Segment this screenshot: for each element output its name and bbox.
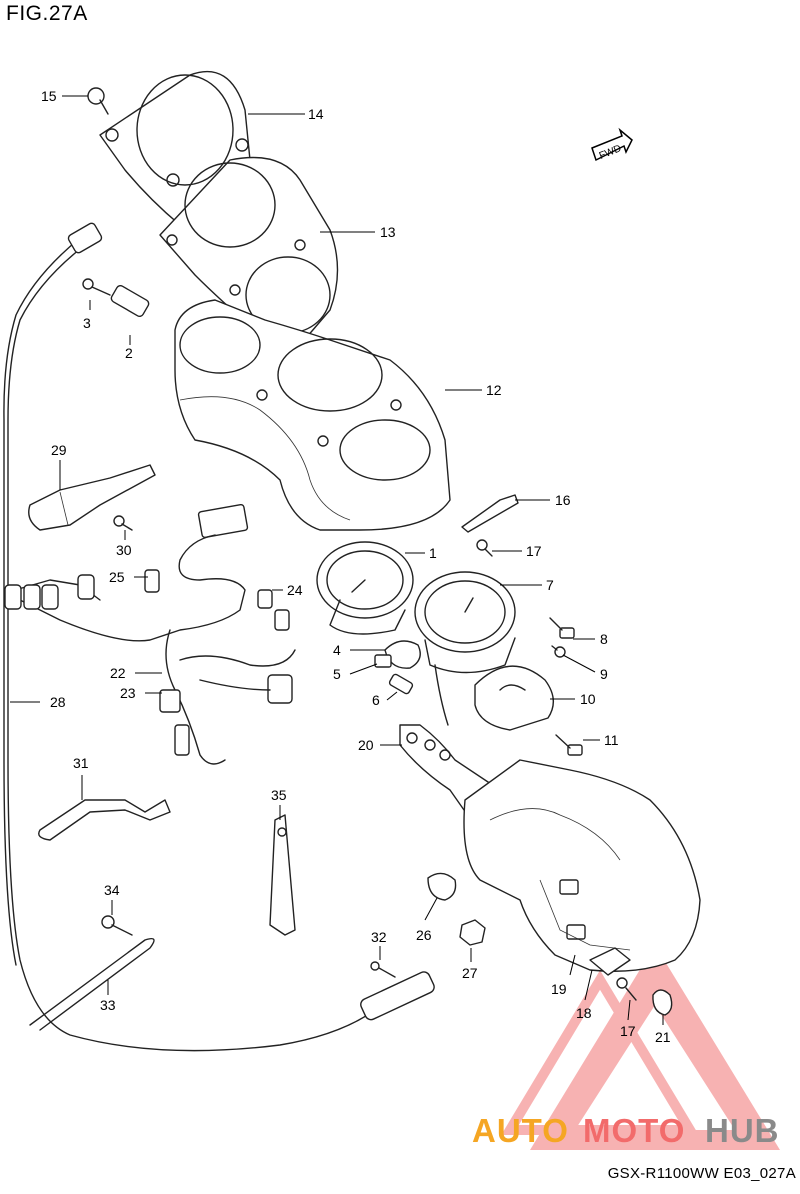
callout-28: 28: [50, 694, 66, 710]
part-bracket-16: [461, 494, 519, 557]
callout-14: 14: [308, 106, 324, 122]
part-wiring-harness: [4, 503, 296, 765]
callout-32: 32: [371, 929, 387, 945]
callout-25: 25: [109, 569, 125, 585]
callout-22: 22: [110, 665, 126, 681]
part-clip-31: [38, 799, 171, 841]
callout-1: 1: [429, 545, 437, 561]
leader-lines: [10, 95, 664, 1025]
callout-3: 3: [83, 315, 91, 331]
callout-33: 33: [100, 997, 116, 1013]
callout-9: 9: [600, 666, 608, 682]
part-strap-35: [269, 814, 296, 936]
part-nuts: [370, 872, 486, 978]
callout-21: 21: [655, 1029, 671, 1045]
part-clamp-29: [28, 464, 156, 531]
part-meter-cover: [159, 156, 339, 346]
callout-10: 10: [580, 691, 596, 707]
part-screw-15: [87, 87, 109, 115]
callout-29: 29: [51, 442, 67, 458]
callout-24: 24: [287, 582, 303, 598]
figure-footer-code: GSX-R1100WW E03_027A: [607, 1165, 796, 1182]
callout-12: 12: [486, 382, 502, 398]
part-lower-fasteners: [616, 977, 673, 1016]
callout-15: 15: [41, 88, 57, 104]
fwd-direction-badge: FWD: [591, 127, 633, 162]
callout-19: 19: [551, 981, 567, 997]
callout-6: 6: [372, 692, 380, 708]
part-screws-right: [549, 617, 583, 756]
part-speedometer-cable: [3, 222, 435, 1052]
part-lower-housing: [463, 759, 701, 976]
part-gauges: [316, 541, 516, 674]
callout-7: 7: [546, 577, 554, 593]
watermark-text: AUTO MOTO HUB: [472, 1112, 780, 1149]
callout-27: 27: [462, 965, 478, 981]
callout-16: 16: [555, 492, 571, 508]
callout-4: 4: [333, 642, 341, 658]
callout-26: 26: [416, 927, 432, 943]
watermark-auto: AUTO: [472, 1112, 569, 1149]
callout-34: 34: [104, 882, 120, 898]
part-clamp-33: [29, 915, 155, 1031]
callout-30: 30: [116, 542, 132, 558]
callout-5: 5: [333, 666, 341, 682]
callout-8: 8: [600, 631, 608, 647]
figure-title: FIG.27A: [6, 2, 88, 25]
callout-13: 13: [380, 224, 396, 240]
watermark-logo: [501, 945, 780, 1150]
callout-11: 11: [604, 732, 619, 748]
part-small-fasteners-left: [374, 640, 449, 726]
callout-18: 18: [576, 1005, 592, 1021]
watermark-moto: MOTO: [583, 1112, 685, 1149]
callout-31: 31: [73, 755, 89, 771]
part-indicator-10: [474, 665, 554, 731]
callout-17-lower: 17: [620, 1023, 636, 1039]
part-cable-adapter: [82, 278, 150, 318]
watermark-hub: HUB: [705, 1112, 780, 1149]
part-meter-case: [174, 299, 451, 531]
callout-20: 20: [358, 737, 374, 753]
callout-17-upper: 17: [526, 543, 542, 559]
callout-2: 2: [125, 345, 133, 361]
callout-labels: 15 14 13 12 1 7 16 17 8 9 10 11 4 5 6 20…: [41, 88, 671, 1045]
callout-23: 23: [120, 685, 136, 701]
callout-35: 35: [271, 787, 287, 803]
